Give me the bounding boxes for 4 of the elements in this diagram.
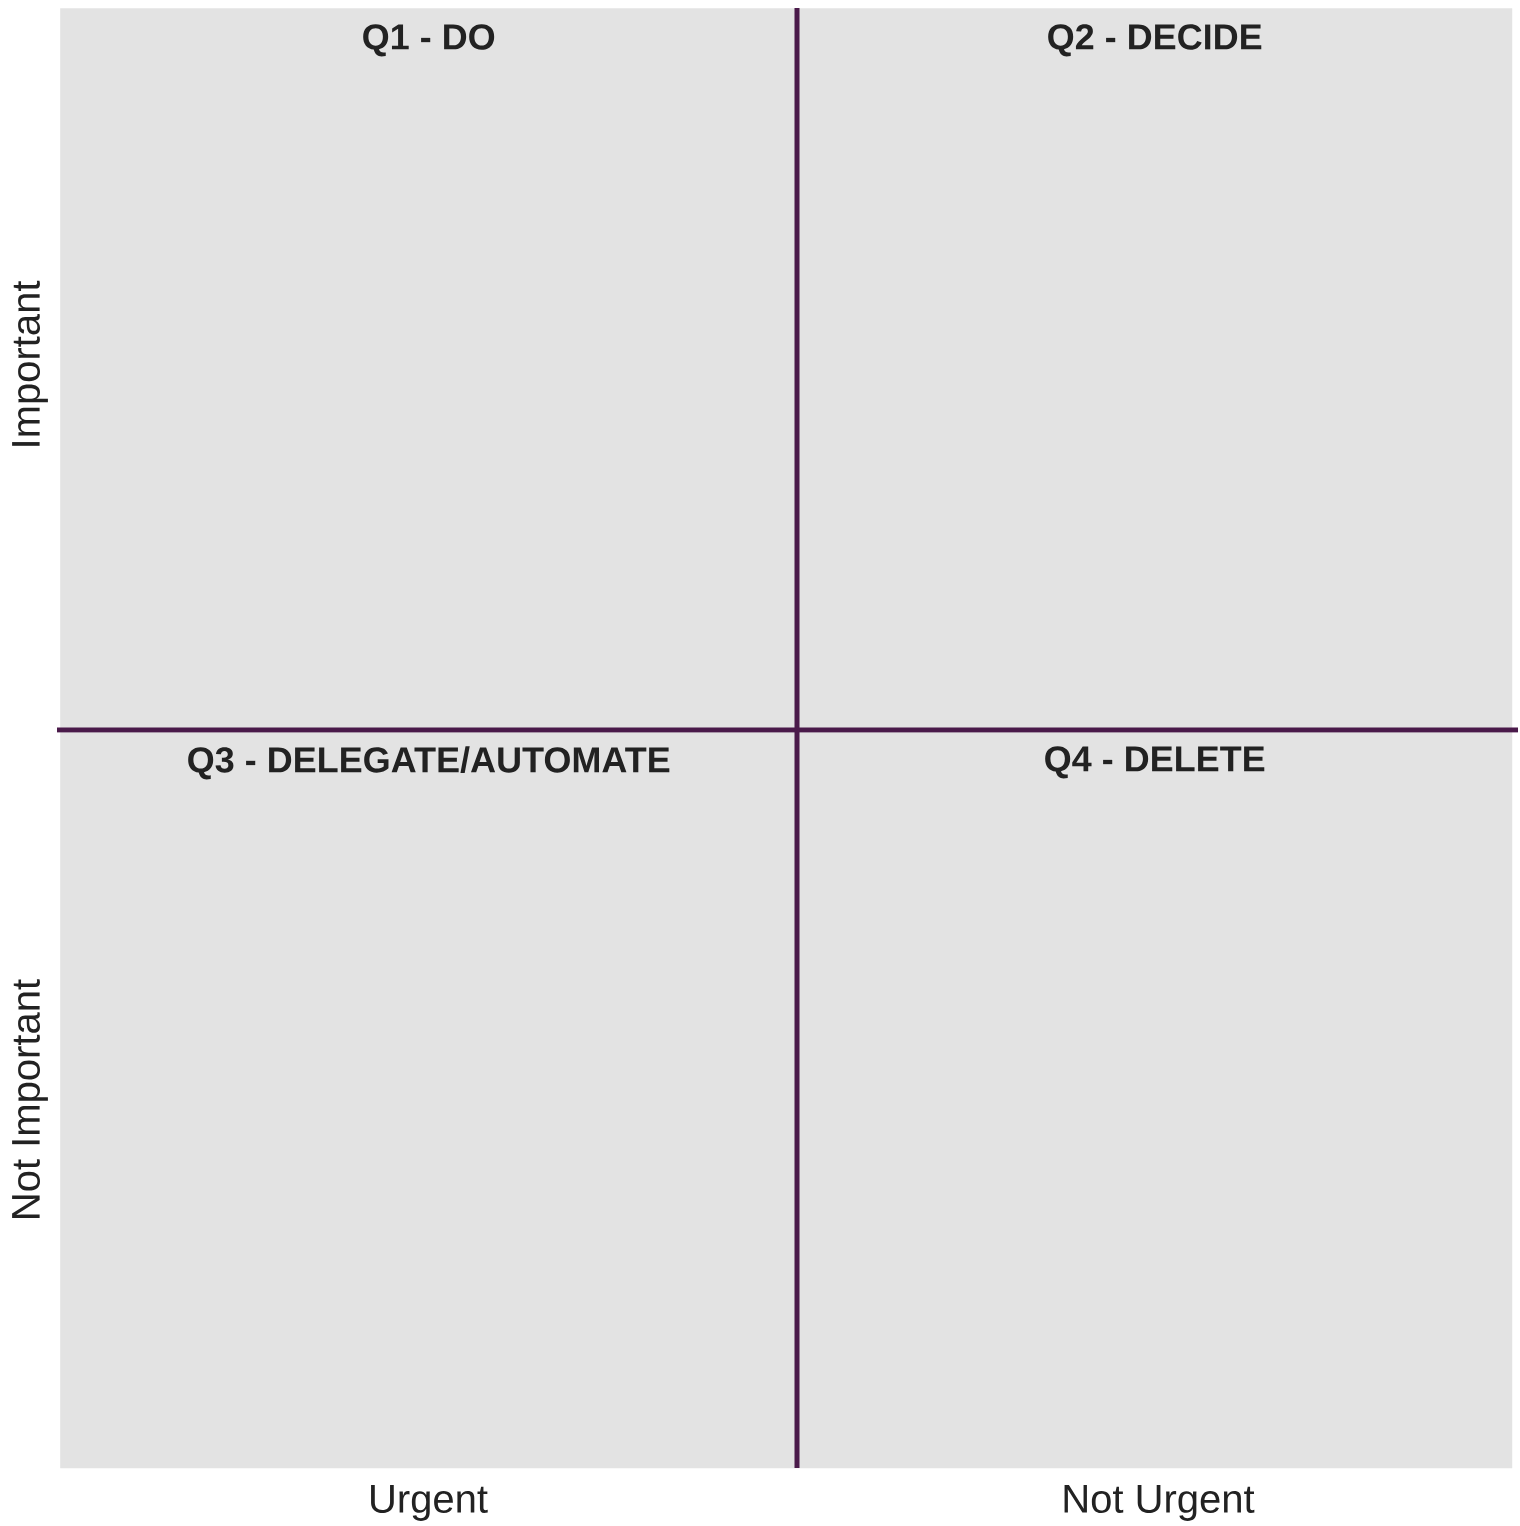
quadrant-box: Q1 - DO (60, 8, 798, 731)
quadrant-box: Q3 - DELEGATE/AUTOMATE (60, 730, 798, 1469)
quadrant-box: Q4 - DELETE (797, 730, 1513, 1469)
quadrant-box: Q2 - DECIDE (797, 8, 1513, 731)
